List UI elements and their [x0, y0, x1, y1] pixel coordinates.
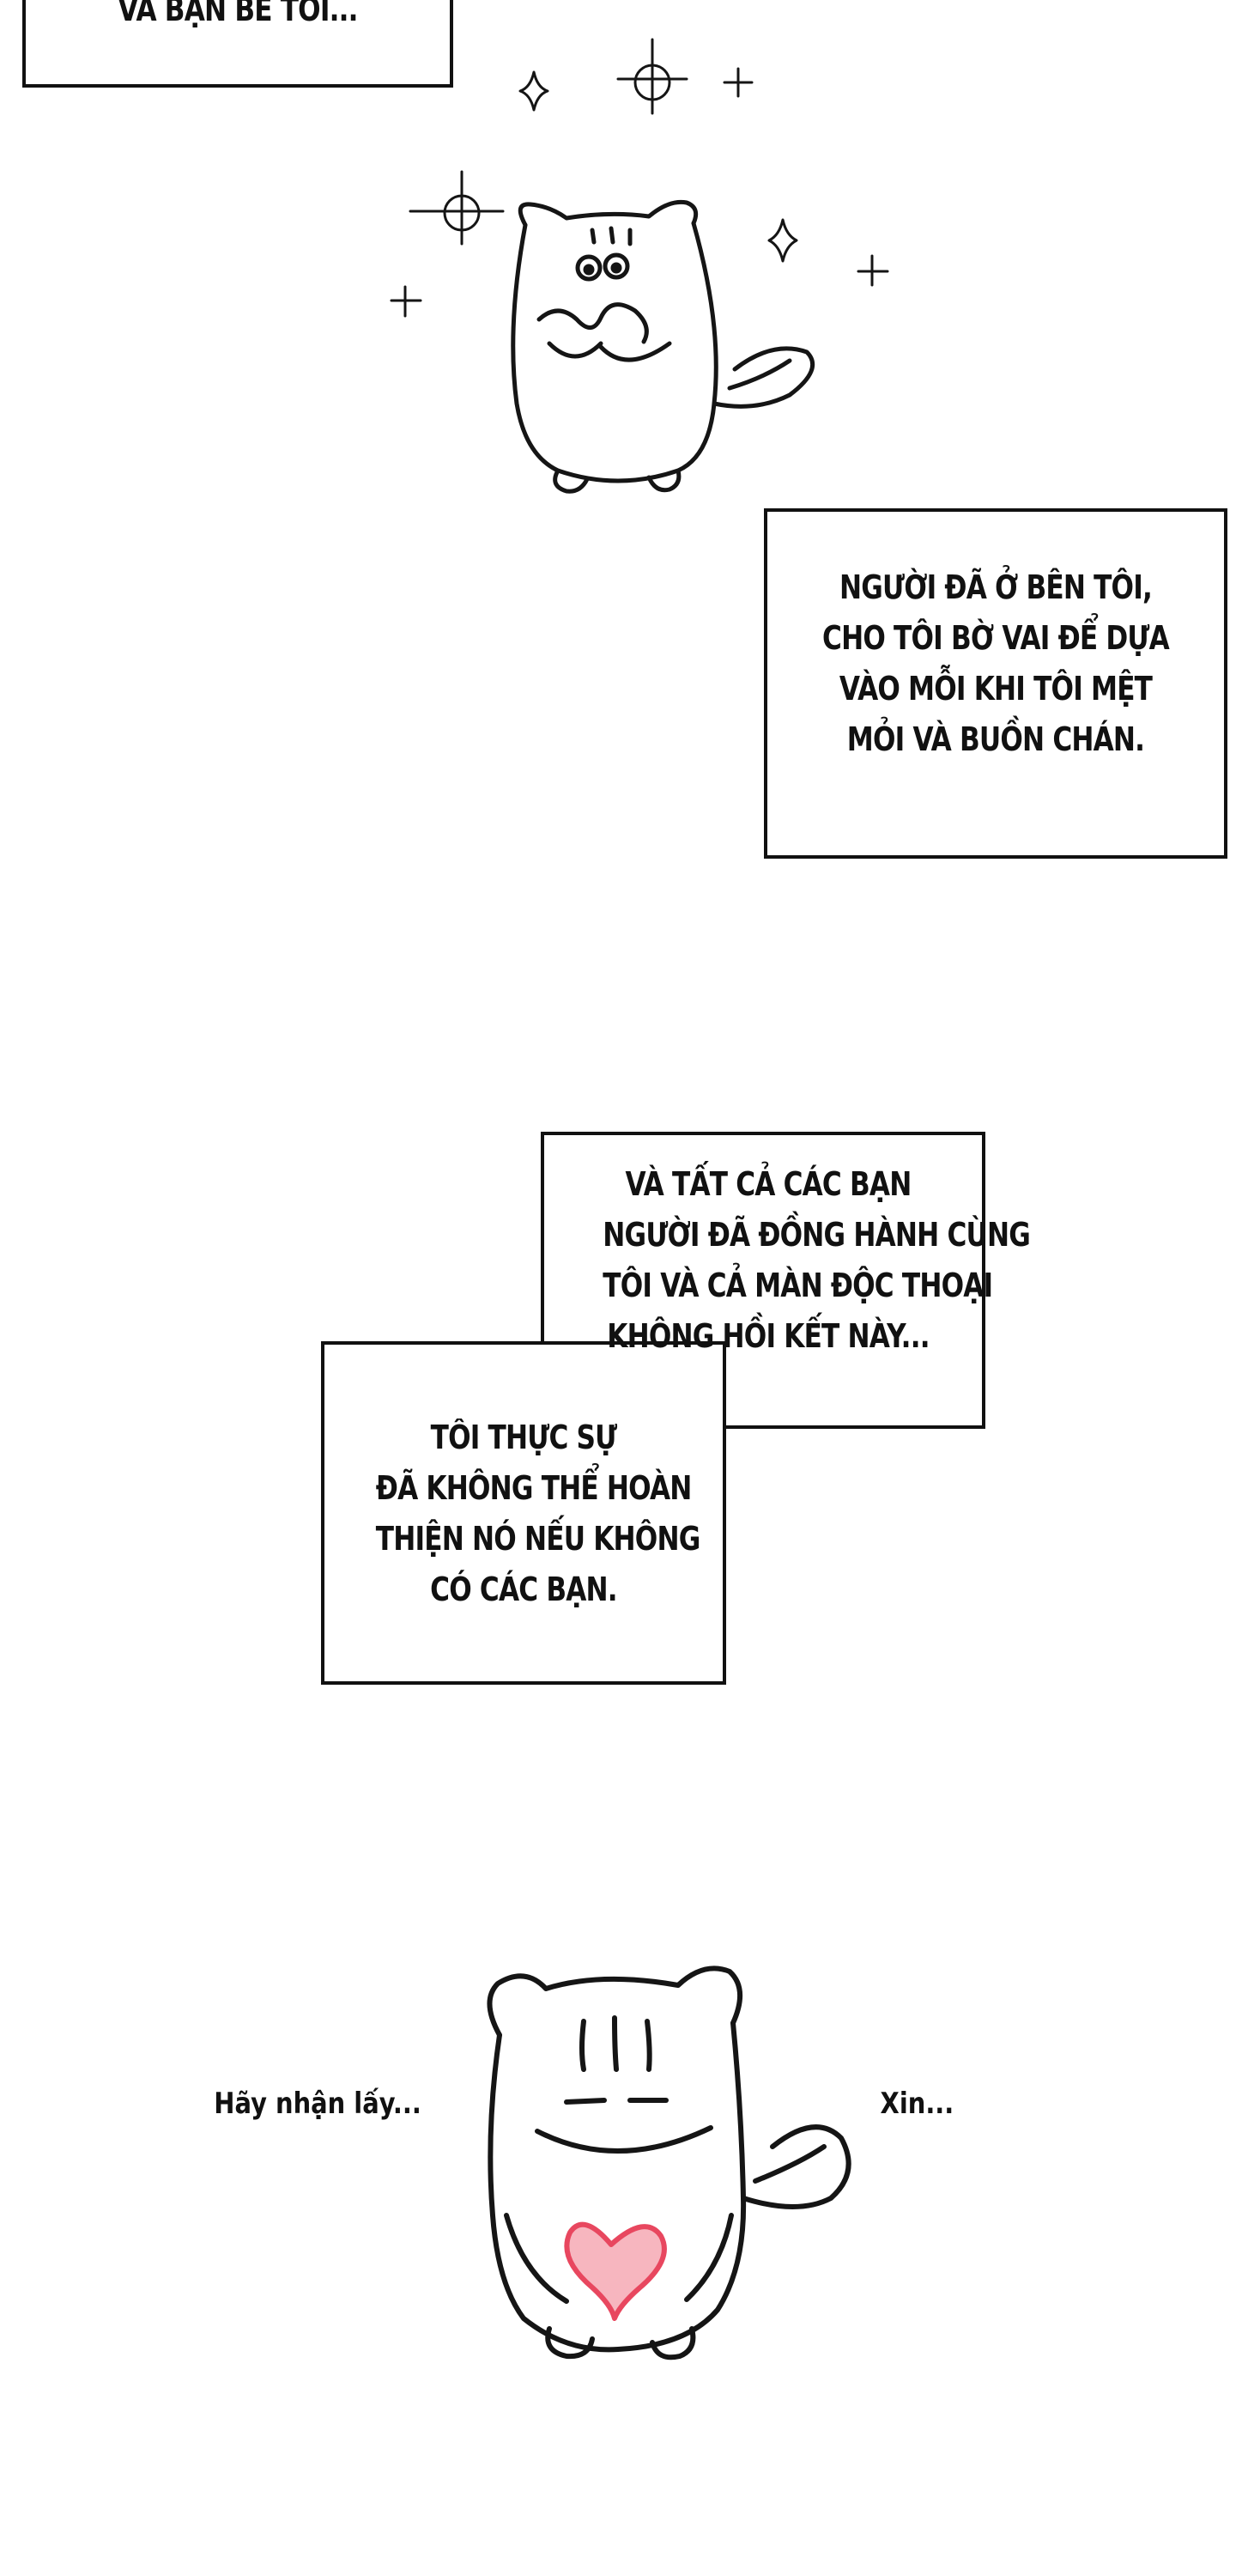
caption-line: ĐÃ KHÔNG THỂ HOÀN — [375, 1468, 693, 1507]
caption-line: MỎI VÀ BUỒN CHÁN. — [846, 720, 1145, 758]
handwritten-right: Xin... — [880, 2087, 954, 2121]
crosshair-icon — [409, 170, 505, 246]
crosshair-icon — [616, 38, 688, 115]
caption-line: CHO TÔI BỜ VAI ĐỂ DỰA — [822, 618, 1170, 657]
chipmunk-heart-icon — [487, 1965, 851, 2360]
heart-icon — [564, 2221, 667, 2321]
plus-sparkle-icon — [857, 254, 889, 287]
chipmunk-excited-icon — [511, 199, 815, 494]
caption-box-shoulder — [764, 508, 1227, 859]
caption-line: CÓ CÁC BẠN. — [430, 1570, 617, 1608]
plus-sparkle-icon — [390, 285, 422, 318]
caption-box-overlap-cover — [544, 1345, 723, 1425]
caption-top-partial-line: VÀ BẠN BÈ TÔI... — [118, 0, 358, 28]
caption-box-top-partial — [22, 0, 453, 88]
sparkle-icon — [767, 218, 798, 263]
caption-thanks: TÔI THỰC SỰ ĐÃ KHÔNG THỂ HOÀN THIỆN NÓ N… — [375, 1413, 701, 1615]
handwritten-left: Hãy nhận lấy... — [214, 2087, 421, 2121]
caption-line: KHÔNG HỒI KẾT NÀY... — [607, 1316, 930, 1355]
caption-line: TÔI THỰC SỰ — [430, 1419, 618, 1456]
caption-line: VÀO MỖI KHI TÔI MỆT — [839, 669, 1153, 708]
caption-shoulder: NGƯỜI ĐÃ Ở BÊN TÔI, CHO TÔI BỜ VAI ĐỂ DỰ… — [806, 562, 1186, 765]
caption-line: TÔI VÀ CẢ MÀN ĐỘC THOẠI — [603, 1266, 993, 1304]
caption-top-partial: VÀ BẠN BÈ TÔI... — [61, 0, 415, 35]
caption-line: THIỆN NÓ NẾU KHÔNG — [375, 1519, 701, 1558]
caption-line: NGƯỜI ĐÃ Ở BÊN TÔI, — [839, 568, 1153, 606]
caption-line: VÀ TẤT CẢ CÁC BẠN — [625, 1165, 912, 1203]
sparkle-icon — [518, 70, 549, 112]
plus-sparkle-icon — [723, 67, 754, 98]
